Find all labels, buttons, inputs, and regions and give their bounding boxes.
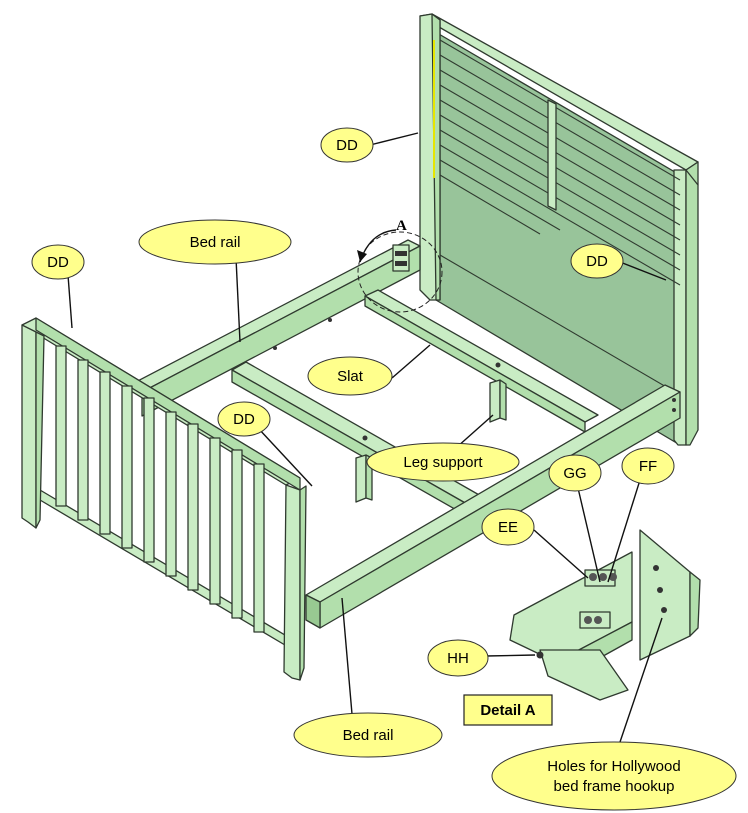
callout-dd-footboard: DD xyxy=(31,244,85,280)
callout-ee-label: EE xyxy=(498,519,518,536)
callout-bed-rail-bottom: Bed rail xyxy=(293,712,443,758)
callout-dd-footboard-label: DD xyxy=(47,254,69,271)
callout-bed-rail-top: Bed rail xyxy=(138,219,292,265)
callout-slat-label: Slat xyxy=(337,368,364,385)
callout-ff-label: FF xyxy=(639,458,657,475)
callout-dd-headboard-label: DD xyxy=(336,137,358,154)
callout-dd-right-label: DD xyxy=(586,253,608,270)
detail-a-letter: A xyxy=(396,218,407,234)
footboard-spindles xyxy=(55,345,265,633)
callout-hh: HH xyxy=(427,639,489,677)
leader-lines xyxy=(67,132,667,743)
callout-hh-label: HH xyxy=(447,650,469,667)
callout-bed-rail-top-label: Bed rail xyxy=(190,234,241,251)
callout-ee: EE xyxy=(481,508,535,546)
callout-leg-support: Leg support xyxy=(366,442,520,482)
callout-slat: Slat xyxy=(307,356,393,396)
far-bed-rail xyxy=(129,239,421,417)
callout-leg-support-label: Leg support xyxy=(403,454,483,471)
callout-holes-line1: Holes for Hollywood xyxy=(547,758,680,775)
headboard xyxy=(419,13,699,446)
callout-dd-middle-label: DD xyxy=(233,411,255,428)
callout-dd-right: DD xyxy=(570,243,624,279)
footboard xyxy=(21,317,307,681)
headboard-slat-lines xyxy=(439,39,681,396)
callout-ff: FF xyxy=(621,447,675,485)
callout-dd-middle: DD xyxy=(217,401,271,437)
detail-a-caption-label: Detail A xyxy=(480,702,535,719)
detail-a-inset xyxy=(509,529,701,701)
detail-a-marker: A xyxy=(357,218,443,313)
callout-dd-headboard: DD xyxy=(320,127,374,163)
callout-holes: Holes for Hollywood bed frame hookup xyxy=(491,741,737,811)
callout-gg: GG xyxy=(548,454,602,492)
callout-holes-line2: bed frame hookup xyxy=(554,778,675,795)
callout-bed-rail-bottom-label: Bed rail xyxy=(343,727,394,744)
callout-gg-label: GG xyxy=(563,465,586,482)
detail-a-caption: Detail A xyxy=(463,694,553,726)
